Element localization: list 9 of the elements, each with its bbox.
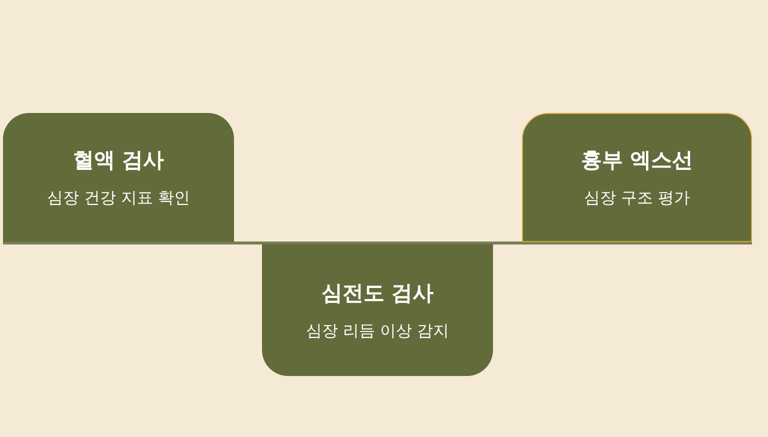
step-description: 심장 리듬 이상 감지 xyxy=(306,320,450,342)
step-description: 심장 건강 지표 확인 xyxy=(46,188,190,209)
step-box xyxy=(522,113,752,242)
step-box xyxy=(3,113,234,242)
step-title: 심전도 검사 xyxy=(321,280,434,306)
step-box xyxy=(262,244,493,376)
step-title: 흉부 엑스선 xyxy=(580,147,694,174)
step-description: 심장 구조 평가 xyxy=(584,188,690,209)
step-title: 혈액 검사 xyxy=(72,147,164,174)
